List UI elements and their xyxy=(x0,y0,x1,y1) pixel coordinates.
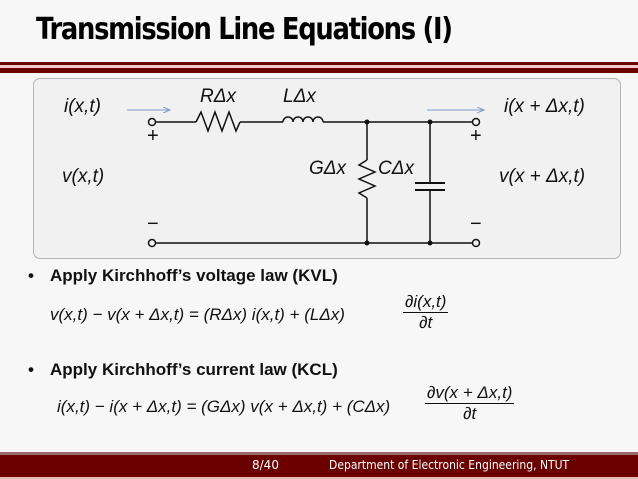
input-terminal-bottom xyxy=(147,238,157,248)
kcl-derivative: ∂v(x + Δx,t) ∂t xyxy=(425,383,515,424)
kcl-equation: i(x,t) − i(x + Δx,t) = (GΔx) v(x + Δx,t)… xyxy=(57,397,391,416)
shunt-conductance-icon xyxy=(357,159,377,199)
title-divider xyxy=(0,62,638,65)
output-minus-sign: − xyxy=(470,213,482,235)
input-minus-sign: − xyxy=(147,213,159,235)
series-resistor-label: RΔx xyxy=(200,86,236,107)
output-current-label: i(x + Δx,t) xyxy=(504,96,585,117)
page-number: 8/40 xyxy=(252,458,279,472)
output-terminal-top xyxy=(471,117,481,127)
kvl-derivative-numerator: ∂i(x,t) xyxy=(403,292,449,313)
series-inductor-icon xyxy=(282,116,324,123)
series-resistor-icon xyxy=(195,109,241,134)
bullet-kcl-text: Apply Kirchhoff’s current law (KCL) xyxy=(50,360,338,379)
kvl-derivative: ∂i(x,t) ∂t xyxy=(403,292,449,333)
circuit-diagram-panel xyxy=(33,78,621,259)
kvl-equation: v(x,t) − v(x + Δx,t) = (RΔx) i(x,t) + (L… xyxy=(50,305,345,324)
bullet-kvl-text: Apply Kirchhoff’s voltage law (KVL) xyxy=(50,266,338,285)
output-voltage-label: v(x + Δx,t) xyxy=(499,166,586,187)
footer-divider xyxy=(0,452,638,455)
kcl-derivative-numerator: ∂v(x + Δx,t) xyxy=(425,383,515,404)
footer-bottom-edge xyxy=(0,477,638,479)
input-current-label: i(x,t) xyxy=(64,96,101,117)
department-label: Department of Electronic Engineering, NT… xyxy=(329,458,570,472)
output-terminal-bottom xyxy=(471,238,481,248)
input-voltage-label: v(x,t) xyxy=(62,166,105,187)
bullet-kcl: •Apply Kirchhoff’s current law (KCL) xyxy=(28,360,338,379)
input-terminal-top xyxy=(147,117,157,127)
shunt-capacitance-label: CΔx xyxy=(378,158,414,179)
kcl-derivative-denominator: ∂t xyxy=(463,404,477,423)
shunt-conductance-label: GΔx xyxy=(309,158,347,179)
title-divider-bottom xyxy=(0,68,638,73)
footer-bar xyxy=(0,455,638,477)
bullet-kvl: •Apply Kirchhoff’s voltage law (KVL) xyxy=(28,266,338,285)
kvl-derivative-denominator: ∂t xyxy=(419,313,433,332)
slide-title: Transmission Line Equations (I) xyxy=(36,12,453,47)
title-divider-light xyxy=(0,65,638,68)
series-inductor-label: LΔx xyxy=(283,86,316,107)
output-plus-sign: + xyxy=(470,125,482,147)
input-plus-sign: + xyxy=(147,125,159,147)
